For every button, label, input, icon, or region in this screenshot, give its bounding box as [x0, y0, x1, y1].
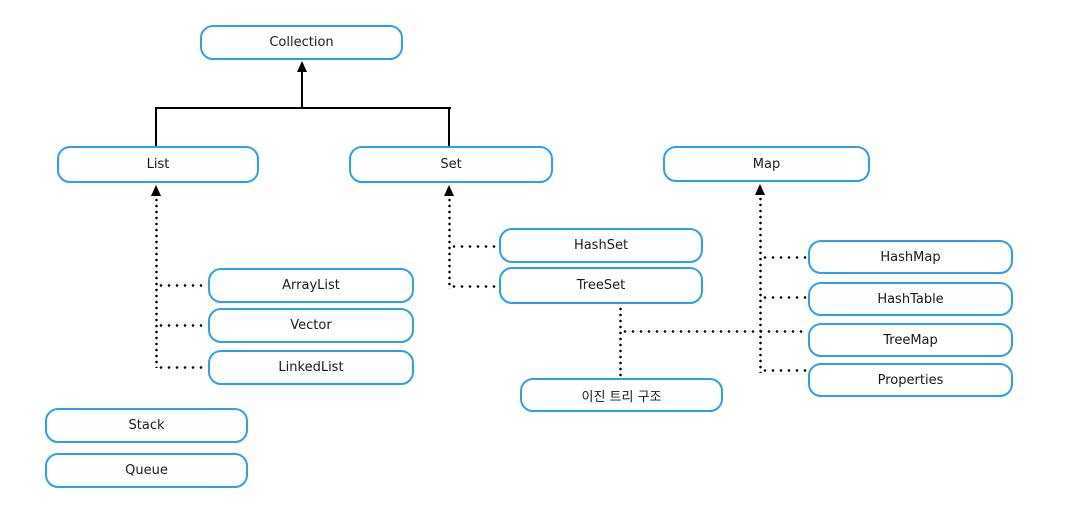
- connector-linkedlist-branch: [157, 366, 207, 369]
- connector-hashtable-branch: [761, 296, 807, 299]
- arrowhead-to-collection: [297, 61, 307, 72]
- node-vector: Vector: [208, 308, 414, 343]
- node-hashmap: HashMap: [808, 240, 1013, 274]
- connector-set-stub-line: [448, 107, 450, 146]
- connector-hashmap-branch: [761, 256, 807, 259]
- node-treeset: TreeSet: [499, 267, 703, 304]
- node-arraylist: ArrayList: [208, 268, 414, 303]
- connector-hashset-branch: [450, 245, 498, 248]
- node-hashset: HashSet: [499, 228, 703, 263]
- node-set: Set: [349, 146, 553, 183]
- node-properties: Properties: [808, 363, 1013, 397]
- arrowhead-to-set: [444, 185, 454, 196]
- connector-set-dotted-trunk: [447, 197, 451, 289]
- node-linkedlist: LinkedList: [208, 350, 414, 385]
- connector-properties-branch: [761, 369, 807, 372]
- node-hashtable: HashTable: [808, 282, 1013, 316]
- connector-junction-horizontal-line: [155, 107, 451, 109]
- node-queue: Queue: [45, 453, 248, 488]
- connector-treeset-branch: [450, 285, 498, 288]
- node-map: Map: [663, 146, 870, 182]
- node-collection: Collection: [200, 25, 403, 60]
- connector-list-stub-line: [155, 107, 157, 146]
- node-treemap: TreeMap: [808, 323, 1013, 357]
- arrowhead-to-map: [755, 184, 765, 195]
- node-stack: Stack: [45, 408, 248, 443]
- connector-to-collection-line: [301, 72, 303, 108]
- connector-treemap-binarytree-branch: [621, 330, 807, 333]
- connector-arraylist-branch: [157, 284, 207, 287]
- node-binary-tree-structure: 이진 트리 구조: [520, 378, 723, 412]
- connector-map-dotted-trunk: [758, 196, 762, 373]
- connector-treeset-binarytree-line: [619, 306, 622, 378]
- connector-list-dotted-trunk: [154, 197, 158, 368]
- arrowhead-to-list: [151, 185, 161, 196]
- node-list: List: [57, 146, 259, 183]
- connector-vector-branch: [157, 324, 207, 327]
